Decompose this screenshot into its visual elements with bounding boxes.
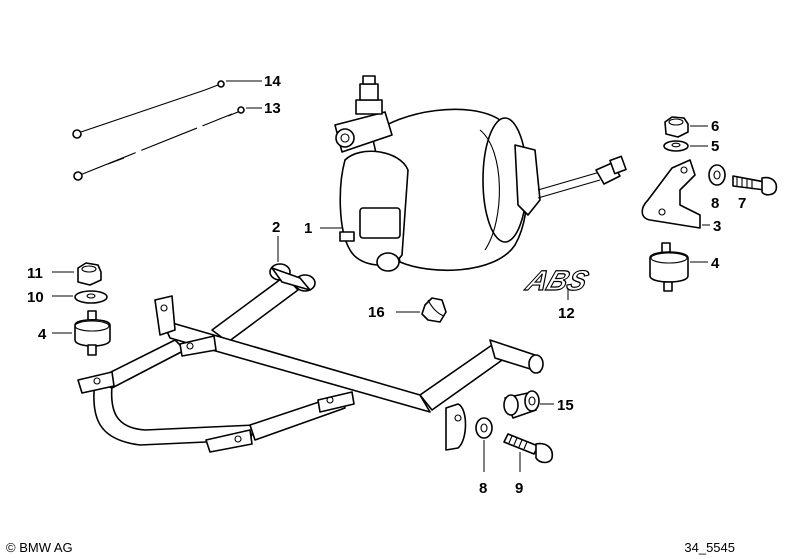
rubber-mount-part-4-left[interactable] — [52, 310, 111, 356]
copyright: © BMW AG — [6, 540, 73, 555]
spacer-sleeve-part-15[interactable] — [503, 390, 554, 419]
callout-4-left: 4 — [38, 326, 47, 343]
callout-2: 2 — [272, 219, 280, 236]
callout-6: 6 — [711, 118, 719, 135]
callout-4-right: 4 — [711, 255, 720, 272]
washer-part-10[interactable] — [52, 290, 108, 304]
washer-part-5[interactable] — [663, 140, 708, 152]
callout-11: 11 — [27, 265, 43, 282]
pressure-modulator-part-1[interactable] — [320, 75, 627, 272]
callout-13: 13 — [264, 100, 281, 117]
washer-part-8-bottom[interactable] — [475, 417, 493, 472]
abs-badge-part-12[interactable]: ABS — [520, 265, 593, 300]
callout-1: 1 — [304, 220, 312, 237]
callout-8-bottom: 8 — [479, 480, 487, 497]
bolt-part-9[interactable] — [503, 433, 554, 472]
callout-14: 14 — [264, 73, 281, 90]
callout-8-right: 8 — [711, 195, 719, 212]
grommet-part-16[interactable] — [396, 297, 447, 323]
callout-9: 9 — [515, 480, 523, 497]
callout-12: 12 — [558, 305, 575, 322]
callout-10: 10 — [27, 289, 44, 306]
abs-badge-text: ABS — [521, 266, 592, 297]
bracket-frame-part-2[interactable] — [77, 236, 544, 453]
callout-15: 15 — [557, 397, 574, 414]
cable-part-13[interactable] — [73, 106, 262, 181]
bracket-part-3[interactable] — [641, 159, 710, 229]
callout-16: 16 — [368, 304, 385, 321]
cable-part-14[interactable] — [72, 80, 262, 139]
copyright-symbol: © — [6, 540, 16, 555]
nut-part-6[interactable] — [664, 116, 708, 138]
nut-part-11[interactable] — [52, 262, 102, 286]
copyright-text: BMW AG — [19, 540, 73, 555]
callout-3: 3 — [713, 218, 721, 235]
diagram-id: 34_5545 — [684, 540, 735, 555]
rubber-mount-part-4-right[interactable] — [649, 242, 708, 292]
bolt-part-7[interactable] — [732, 175, 778, 196]
washer-part-8-right[interactable] — [708, 164, 726, 186]
callout-7: 7 — [738, 195, 746, 212]
callout-5: 5 — [711, 138, 719, 155]
